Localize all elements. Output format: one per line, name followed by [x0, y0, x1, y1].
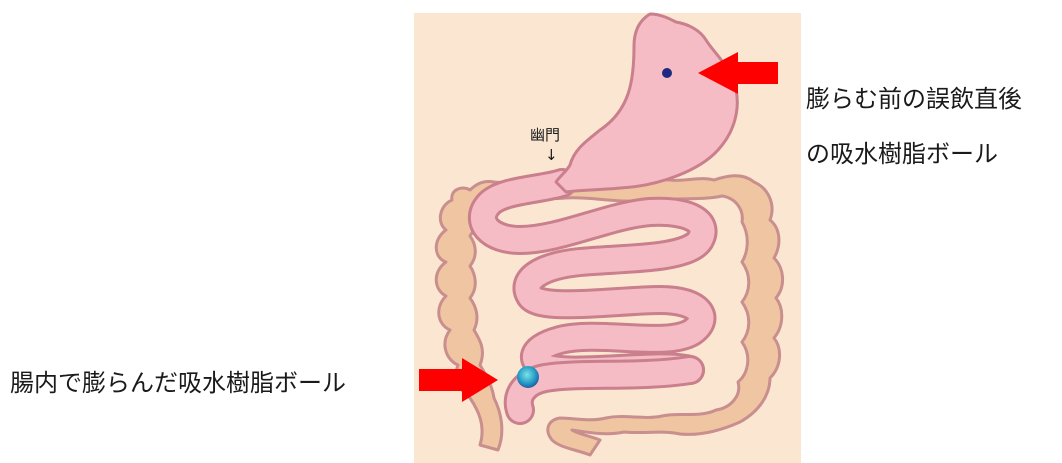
swollen-resin-ball [517, 366, 539, 388]
pylorus-arrow: ↓ [545, 146, 558, 164]
pylorus-label: 幽門 [530, 126, 560, 144]
stomach-label-line1: 膨らむ前の誤飲直後 [806, 84, 1022, 114]
intestine-label: 腸内で膨らんだ吸水樹脂ボール [10, 368, 346, 398]
stomach-label-line2: の吸水樹脂ボール [806, 139, 998, 169]
small-resin-ball [662, 68, 672, 78]
